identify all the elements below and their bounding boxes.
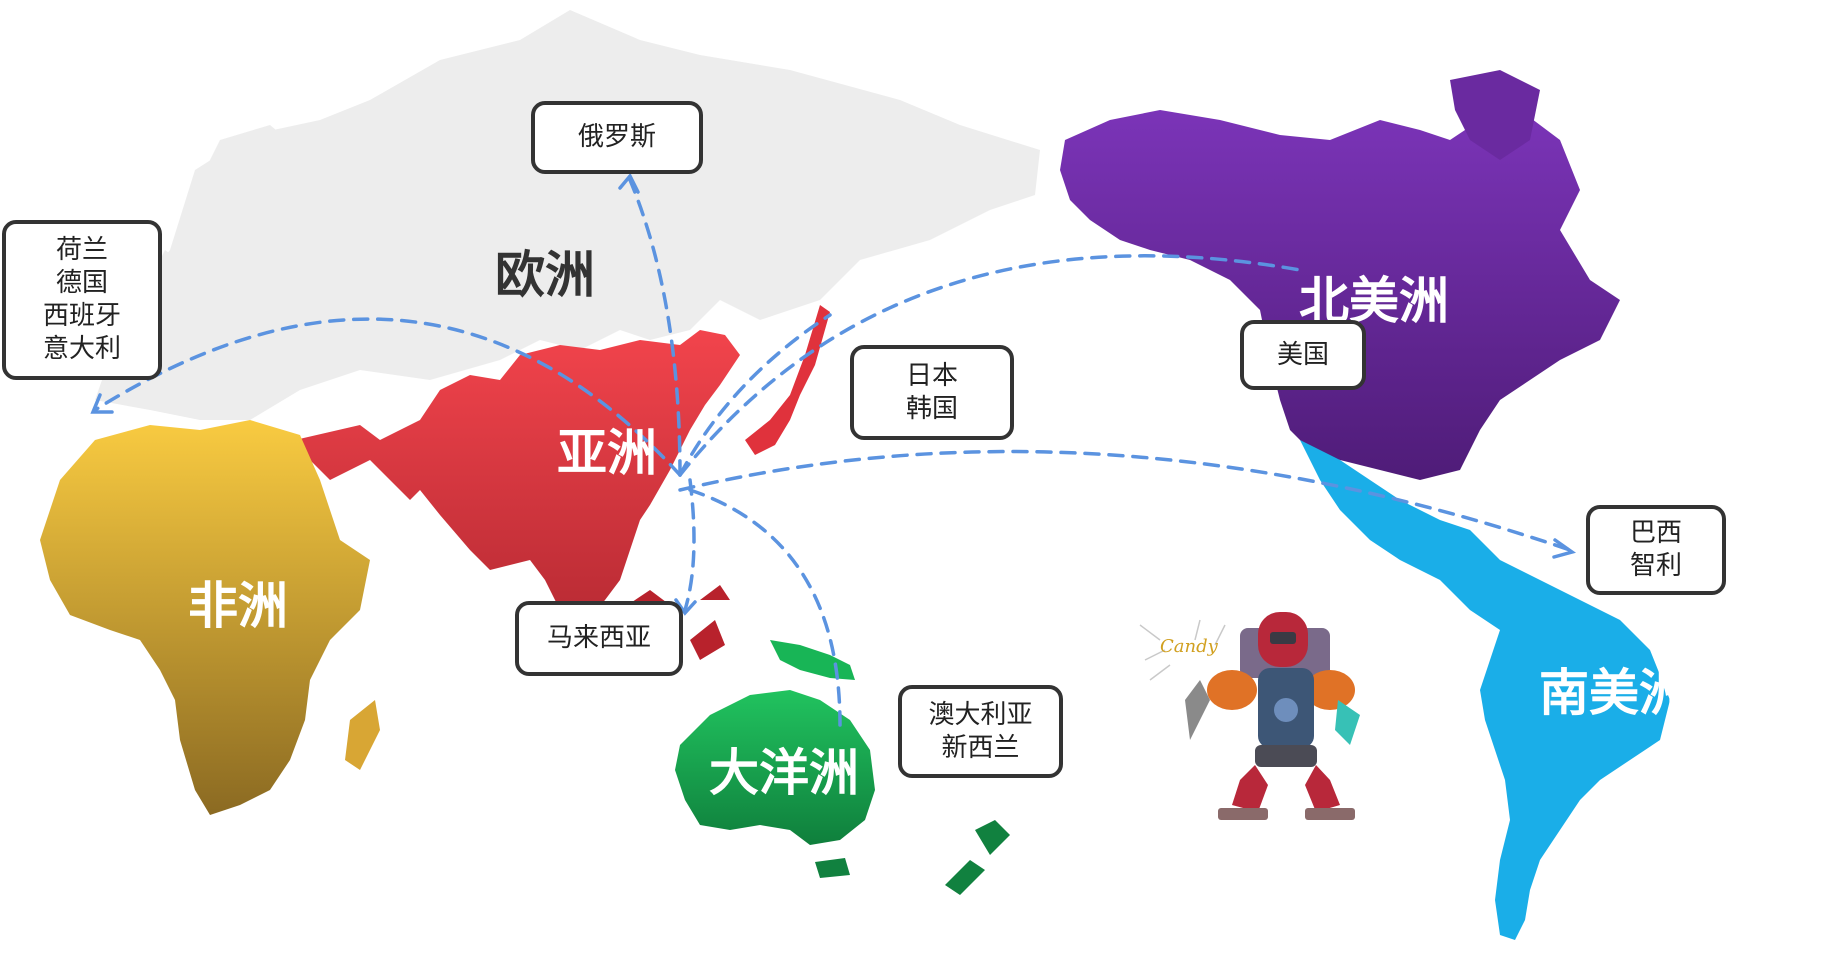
candy-sign-text: Candy [1160, 636, 1219, 657]
country-name: 巴西 [1629, 518, 1682, 548]
country-name: 澳大利亚 [928, 699, 1033, 730]
robot-mascot-icon: Candy [1139, 612, 1360, 820]
robot-visor [1270, 632, 1296, 644]
route-to-japan-korea [678, 313, 832, 477]
arrowhead-west-europe [90, 393, 114, 414]
new-zealand-island [945, 820, 1010, 895]
route-to-west-europe [93, 317, 682, 477]
continent-label-europe: 欧洲 [495, 246, 595, 304]
robot-right-leg [1305, 765, 1340, 812]
continent-label-africa: 非洲 [188, 577, 288, 635]
country-name: 荷兰 [55, 235, 108, 265]
robot-right-claw [1335, 700, 1360, 745]
route-to-russia [628, 178, 682, 477]
country-name: 马来西亚 [546, 623, 651, 653]
country-box-usa: 美国 [1240, 320, 1366, 390]
south-america-landmass [1300, 440, 1670, 940]
robot-right-shoulder [1305, 670, 1355, 710]
country-name: 意大利 [42, 334, 121, 364]
country-name: 日本 [905, 360, 958, 391]
country-name: 韩国 [905, 393, 958, 424]
country-box-australia-nz: 澳大利亚 新西兰 [898, 685, 1063, 778]
spark-decoration [1139, 619, 1226, 681]
robot-chest-core [1274, 698, 1298, 722]
robot-left-foot [1218, 808, 1268, 820]
route-to-usa [678, 254, 1302, 477]
route-to-malaysia [683, 478, 696, 612]
europe-landmass [95, 10, 1040, 420]
continent-label-south-america: 南美洲 [1539, 664, 1689, 722]
continent-label-oceania: 大洋洲 [709, 744, 859, 802]
africa-landmass [40, 420, 370, 815]
arrowhead-south-america [1552, 538, 1577, 559]
arrowhead-russia [618, 172, 640, 194]
madagascar-island [345, 700, 380, 770]
japan-island [745, 305, 830, 455]
north-america-landmass [1060, 110, 1620, 480]
greenland-landmass [1450, 70, 1540, 160]
continent-label-asia: 亚洲 [557, 424, 657, 482]
country-name: 新西兰 [941, 732, 1020, 763]
route-to-south-america [678, 449, 1572, 552]
country-name: 西班牙 [42, 301, 121, 331]
country-box-west-europe: 荷兰 德国 西班牙 意大利 [2, 220, 162, 380]
country-box-brazil-chile: 巴西 智利 [1586, 505, 1726, 595]
robot-left-leg [1232, 765, 1268, 812]
country-box-russia: 俄罗斯 [531, 101, 703, 174]
country-name: 美国 [1276, 339, 1329, 370]
robot-left-shoulder [1207, 670, 1257, 710]
country-name: 俄罗斯 [577, 122, 656, 152]
route-lines [93, 178, 1572, 727]
route-to-australia-nz [688, 488, 842, 727]
robot-pelvis [1255, 745, 1317, 767]
tasmania-island [815, 858, 850, 878]
robot-left-arm [1185, 680, 1210, 740]
country-box-malaysia: 马来西亚 [515, 601, 683, 676]
scandinavia-landmass [185, 125, 300, 245]
country-name: 智利 [1629, 551, 1682, 581]
asia-landmass [295, 330, 740, 630]
country-box-japan-korea: 日本 韩国 [850, 345, 1014, 440]
robot-right-foot [1305, 808, 1355, 820]
new-guinea-island [770, 640, 855, 680]
country-name: 德国 [55, 268, 108, 298]
australia-landmass [675, 690, 875, 845]
